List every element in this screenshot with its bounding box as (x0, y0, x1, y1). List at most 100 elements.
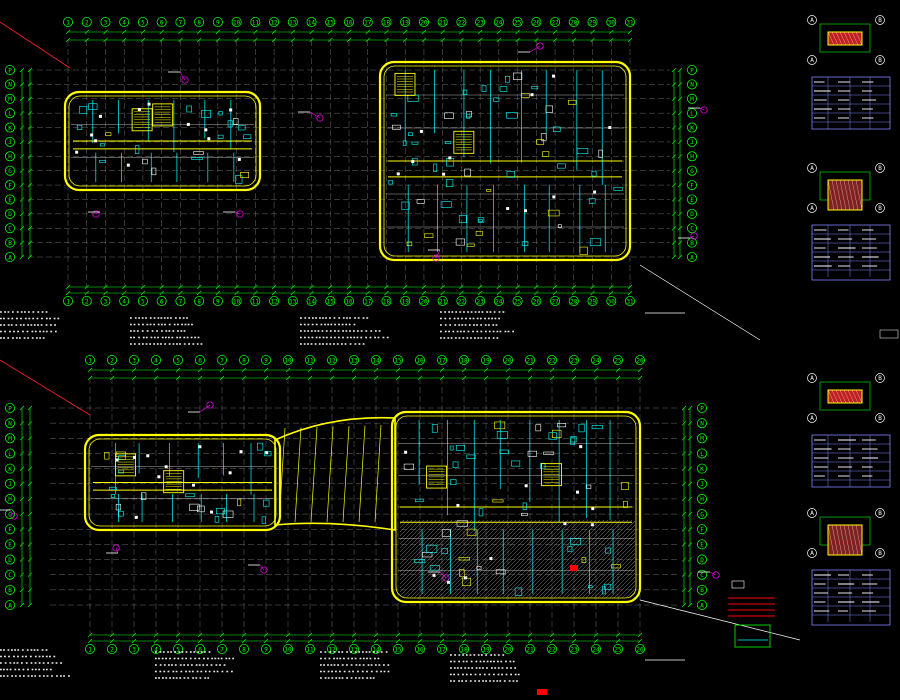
dimension-tick (552, 29, 558, 35)
structural-column (464, 576, 468, 580)
row-axis-left-label: N (8, 420, 12, 427)
dimension-tick (19, 154, 25, 159)
column-axis-bottom-bubble (381, 295, 392, 306)
hatch-line (441, 519, 521, 599)
hatch-line (399, 519, 425, 545)
annotation-leader (115, 547, 119, 554)
column-axis-bottom-bubble (606, 295, 617, 306)
hatch-line (501, 519, 581, 599)
column-axis-bottom-label: 21 (526, 646, 534, 653)
column-axis-bottom-label: 18 (383, 298, 391, 305)
dimension-tick (384, 290, 389, 296)
dimension-tick (677, 67, 683, 73)
row-axis-right-label: N (700, 420, 704, 427)
hatch-line (469, 519, 549, 599)
annotation-tag (536, 42, 544, 50)
annotation-leader (439, 571, 447, 579)
column-axis-top-bubble (400, 16, 411, 27)
detail-marker-letter: A (810, 165, 814, 172)
dimension-tick (215, 284, 221, 290)
column-axis-bottom-bubble (212, 295, 223, 306)
dimension-tick (215, 29, 221, 35)
dimension-tick (178, 284, 183, 290)
fixture-symbol (548, 432, 557, 440)
dimension-tick (159, 37, 164, 43)
column-axis-bottom-bubble (550, 295, 561, 306)
dimension-tick (131, 638, 137, 644)
fixture-symbol (521, 93, 530, 98)
hatch-line (537, 519, 617, 599)
dimension-tick (402, 290, 408, 296)
dimension-tick (196, 29, 202, 35)
fixture-symbol (134, 145, 140, 154)
row-axis-left-bubble (5, 478, 15, 489)
column-axis-bottom-label: 24 (495, 298, 503, 305)
hatch-line (605, 568, 636, 599)
column-axis-top-label: 28 (570, 19, 578, 26)
dimension-tick (496, 290, 502, 296)
dimension-tick (87, 638, 93, 644)
dimension-tick (19, 211, 25, 217)
column-axis-bottom-label: 3 (104, 298, 108, 305)
fixture-symbol (542, 151, 550, 157)
dimension-tick (253, 29, 258, 35)
row-axis-right-label: M (700, 436, 704, 443)
column-axis-top-bubble (304, 354, 315, 365)
dimension-tick (19, 125, 25, 130)
fixture-symbol (450, 479, 457, 485)
column-axis-bottom-label: 23 (570, 646, 578, 653)
fixture-symbol (455, 238, 465, 246)
row-axis-right-label: C (690, 226, 694, 233)
annotation-leader (199, 404, 211, 413)
hatch-line (509, 519, 589, 599)
column-axis-top-bubble (392, 354, 403, 365)
row-axis-right-bubble (697, 478, 708, 489)
dimension-tick (439, 632, 445, 638)
dimension-tick (687, 602, 693, 608)
row-axis-right-label: A (690, 254, 694, 261)
structural-column (157, 475, 161, 479)
structural-column (432, 573, 436, 577)
column-axis-top-label: 26 (533, 19, 541, 26)
row-axis-right-bubble (687, 79, 698, 90)
detail-hatch (839, 179, 847, 211)
column-axis-bottom-label: 3 (132, 646, 136, 653)
dimension-tick (417, 632, 423, 638)
detail-hatch (843, 31, 851, 46)
column-axis-bottom-label: 8 (197, 298, 201, 305)
dimension-tick (19, 481, 25, 486)
column-axis-bottom-bubble (547, 644, 558, 655)
hatch-line (399, 519, 409, 529)
fixture-symbol (441, 529, 451, 537)
dimension-tick (687, 527, 693, 532)
leader-line (639, 264, 761, 341)
dimension-tick (121, 284, 127, 290)
fixture-symbol (522, 502, 527, 510)
link-corridor-rib (294, 427, 302, 523)
detail-hatch (855, 179, 863, 211)
annotation-leader (234, 211, 241, 215)
title-tab (879, 329, 899, 339)
row-axis-right-bubble (687, 93, 698, 104)
hatch-line (517, 519, 597, 599)
fixture-symbol (140, 492, 147, 500)
column-axis-top-label: 11 (252, 19, 260, 26)
column-axis-bottom-bubble (480, 644, 491, 655)
column-axis-top-bubble (512, 16, 523, 27)
column-axis-bottom-bubble (269, 295, 280, 306)
fixture-symbol (466, 113, 471, 119)
fixture-symbol (104, 452, 110, 460)
column-axis-top-label: 3 (132, 357, 136, 364)
column-axis-bottom-label: 1 (66, 298, 70, 305)
dimension-tick (527, 632, 533, 638)
hatch-line (399, 519, 437, 557)
detail-marker (807, 508, 817, 518)
annotation-leader (435, 249, 441, 259)
dimension-tick (290, 29, 296, 35)
column-axis-bottom-label: 8 (242, 646, 246, 653)
detail-marker (807, 548, 817, 558)
dimension-tick (219, 375, 225, 381)
column-axis-top-bubble (282, 354, 293, 365)
annotation-leader (529, 45, 541, 53)
dimension-tick (285, 375, 291, 381)
